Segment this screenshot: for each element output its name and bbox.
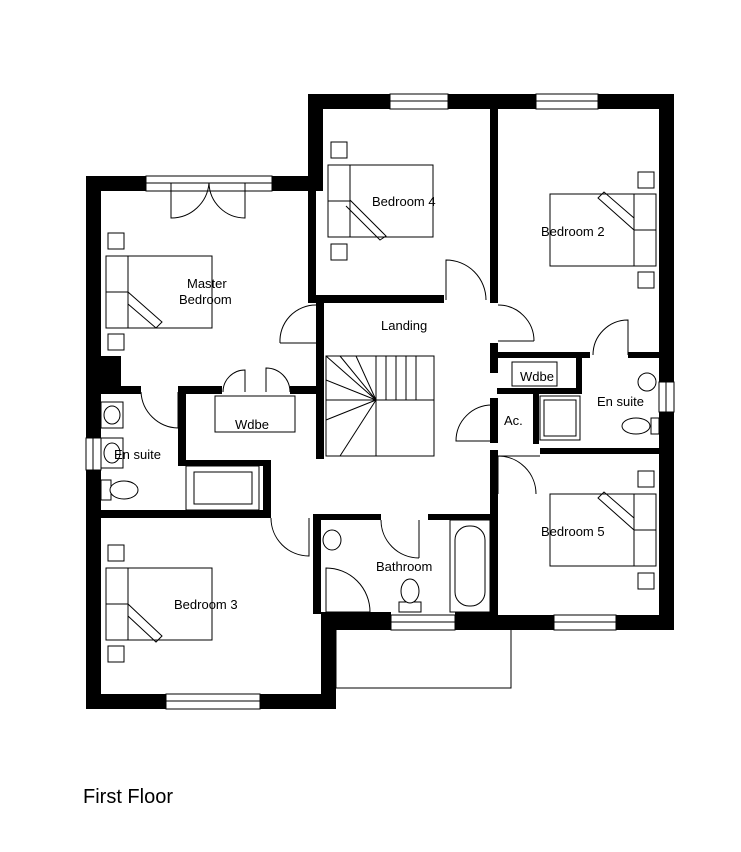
doors — [140, 182, 629, 559]
label-wdbe-master: Wdbe — [235, 417, 269, 432]
label-airing-cupboard: Ac. — [504, 413, 523, 428]
windows — [85, 93, 675, 710]
wardrobe-right — [511, 361, 558, 387]
staircase — [325, 355, 435, 457]
interior-walls — [101, 109, 659, 615]
exterior-walls — [86, 94, 674, 709]
label-bathroom: Bathroom — [376, 559, 432, 574]
room-labels: Bedroom 4 Bedroom 2 Master Bedroom Landi… — [114, 194, 644, 612]
sanitary-fixtures — [100, 372, 660, 613]
label-bedroom-4: Bedroom 4 — [372, 194, 436, 209]
label-ensuite-left: En suite — [114, 447, 161, 462]
label-master-line1: Master — [187, 276, 227, 291]
label-master-line2: Bedroom — [179, 292, 232, 307]
roof-outline — [335, 630, 512, 689]
label-wdbe-right: Wdbe — [520, 369, 554, 384]
wardrobe-master — [214, 395, 296, 433]
label-ensuite-right: En suite — [597, 394, 644, 409]
label-bedroom-3: Bedroom 3 — [174, 597, 238, 612]
beds — [105, 141, 657, 663]
floor-caption: First Floor — [83, 786, 173, 808]
label-bedroom-5: Bedroom 5 — [541, 524, 605, 539]
label-landing: Landing — [381, 318, 427, 333]
label-bedroom-2: Bedroom 2 — [541, 224, 605, 239]
